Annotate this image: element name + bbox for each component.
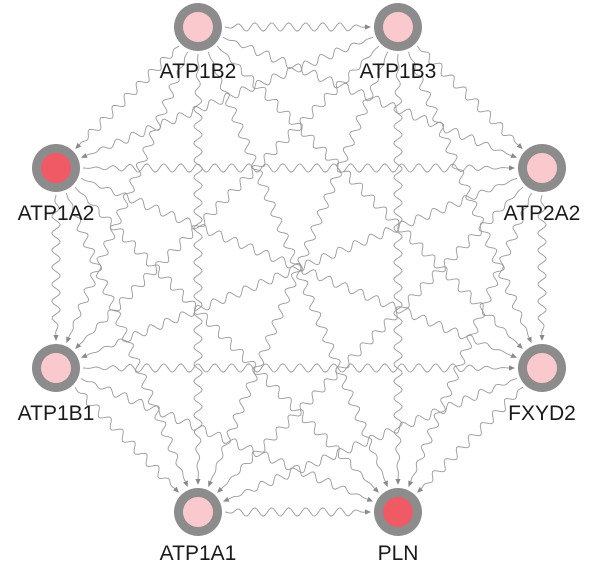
node-core xyxy=(527,353,557,383)
node-label-atp1b3: ATP1B3 xyxy=(360,60,437,83)
arrowhead-icon xyxy=(395,479,401,485)
arrowhead-icon xyxy=(80,153,88,158)
arrowhead-icon xyxy=(222,496,230,502)
node-core xyxy=(183,497,213,527)
node-label-atp1a1: ATP1A1 xyxy=(160,542,237,565)
node-atp1a2[interactable] xyxy=(32,144,80,192)
arrowhead-icon xyxy=(365,24,371,30)
edge-fxyd2-pln xyxy=(420,386,524,489)
edge-atp1b3-pln xyxy=(393,53,403,480)
node-atp1b3[interactable] xyxy=(374,3,422,51)
arrowhead-icon xyxy=(539,335,545,341)
node-atp1a1[interactable] xyxy=(174,488,222,536)
arrowhead-icon xyxy=(75,342,82,349)
arrowhead-icon xyxy=(365,509,371,515)
edge-atp1b1-atp1a1 xyxy=(74,386,176,489)
node-label-fxyd2: FXYD2 xyxy=(508,402,576,425)
edge-atp1b2-atp1b1 xyxy=(68,51,189,338)
edge-layer xyxy=(51,22,547,517)
node-core xyxy=(527,153,557,183)
node-core xyxy=(383,497,413,527)
edge-atp1b1-fxyd2 xyxy=(82,363,510,373)
arrowhead-icon xyxy=(75,142,82,149)
arrowhead-icon xyxy=(366,496,374,502)
edge-atp2a2-atp1b1 xyxy=(86,177,518,356)
edge-atp1a2-fxyd2 xyxy=(80,177,512,356)
node-label-atp1b1: ATP1B1 xyxy=(18,402,95,425)
edge-atp1b2-atp1a1 xyxy=(193,53,203,480)
arrowhead-icon xyxy=(408,480,414,488)
node-fxyd2[interactable] xyxy=(518,344,566,392)
arrowhead-icon xyxy=(516,342,523,349)
arrowhead-icon xyxy=(417,486,424,493)
edge-atp2a2-atp1a1 xyxy=(221,186,524,489)
node-label-atp1a2: ATP1A2 xyxy=(18,202,95,225)
edge-atp1a2-pln xyxy=(74,186,376,489)
arrowhead-icon xyxy=(66,336,72,344)
node-atp1b2[interactable] xyxy=(174,3,222,51)
arrowhead-icon xyxy=(172,486,180,493)
arrowhead-icon xyxy=(526,336,532,344)
arrowhead-icon xyxy=(217,486,224,493)
arrowhead-icon xyxy=(195,479,201,485)
edge-atp1b3-atp1a1 xyxy=(210,51,389,482)
edge-atp1b3-fxyd2 xyxy=(408,51,530,338)
edge-atp1b2-pln xyxy=(207,51,386,482)
arrowhead-icon xyxy=(383,480,388,488)
edge-atp1b2-fxyd2 xyxy=(216,45,519,346)
arrowhead-icon xyxy=(80,353,88,358)
node-pln[interactable] xyxy=(374,488,422,536)
edge-atp1b3-atp1a2 xyxy=(86,36,374,156)
arrowhead-icon xyxy=(509,165,515,171)
arrowhead-icon xyxy=(372,486,379,493)
arrowhead-icon xyxy=(510,153,518,158)
node-layer xyxy=(32,3,566,536)
node-label-atp1b2: ATP1B2 xyxy=(160,60,237,83)
edge-atp1b2-atp1b3 xyxy=(224,22,366,32)
edge-atp2a2-fxyd2 xyxy=(537,194,547,336)
edge-atp1b1-pln xyxy=(80,378,368,500)
node-atp2a2[interactable] xyxy=(518,144,566,192)
node-atp1b1[interactable] xyxy=(32,344,80,392)
arrowhead-icon xyxy=(183,480,188,488)
node-label-atp2a2: ATP2A2 xyxy=(504,202,581,225)
node-core xyxy=(41,153,71,183)
edge-atp1a1-pln xyxy=(224,507,366,517)
edge-atp1a2-atp1a1 xyxy=(65,192,186,482)
edge-atp1a2-atp1b1 xyxy=(51,194,61,336)
edge-atp1b3-atp2a2 xyxy=(416,45,519,146)
edge-atp1a2-atp2a2 xyxy=(82,163,510,173)
arrowhead-icon xyxy=(208,480,213,488)
edge-atp1b2-atp2a2 xyxy=(222,36,512,156)
edge-atp2a2-pln xyxy=(410,192,532,482)
node-label-pln: PLN xyxy=(378,542,419,565)
arrowhead-icon xyxy=(510,353,518,358)
edge-fxyd2-atp1a1 xyxy=(228,378,518,500)
node-core xyxy=(383,12,413,42)
edge-atp1b3-atp1b1 xyxy=(79,45,380,346)
arrowhead-icon xyxy=(516,143,523,150)
arrowhead-icon xyxy=(509,365,515,371)
edge-atp1b2-atp1a2 xyxy=(79,45,180,146)
node-core xyxy=(41,353,71,383)
node-core xyxy=(183,12,213,42)
arrowhead-icon xyxy=(53,335,59,341)
